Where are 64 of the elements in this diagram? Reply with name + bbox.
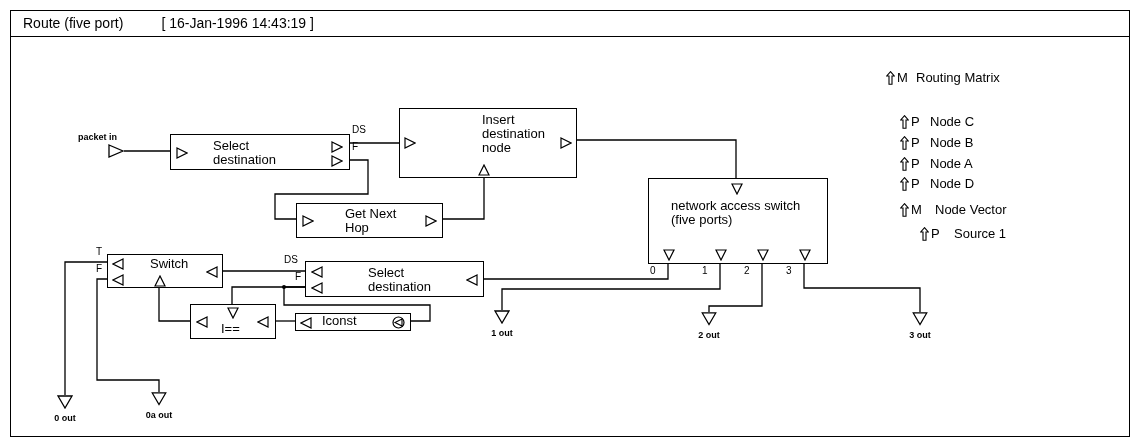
parameter-name-label: Node A xyxy=(930,156,973,172)
parameter-type-label: P xyxy=(911,176,920,192)
terminal-label: 3 out xyxy=(909,328,931,342)
block-label: Select destination xyxy=(368,266,432,294)
port-label: 2 xyxy=(744,265,750,276)
connector-line xyxy=(275,320,296,322)
parameter-type-label: P xyxy=(911,156,920,172)
block-label: Iconst xyxy=(322,314,358,328)
parameter-name-label: Source 1 xyxy=(954,226,1007,242)
block-label: Select destination xyxy=(213,139,277,167)
port-label: 0 xyxy=(650,265,656,276)
port-label: 3 xyxy=(786,265,792,276)
connector-line xyxy=(274,159,369,220)
block-label: Get Next Hop xyxy=(345,207,398,235)
timestamp-label: [ 16-Jan-1996 14:43:19 ] xyxy=(161,14,314,33)
port-label: F xyxy=(96,263,103,274)
connector-line xyxy=(483,263,669,280)
terminal-label: 0a out xyxy=(145,408,173,422)
block-box xyxy=(170,134,350,170)
block-box xyxy=(305,261,484,297)
parameter-type-label: M xyxy=(911,202,922,218)
connector-line xyxy=(442,177,485,220)
block-box xyxy=(295,313,411,331)
connector-line xyxy=(283,286,431,322)
block-box xyxy=(648,178,828,264)
connector-line xyxy=(501,263,721,311)
block-box xyxy=(296,203,443,238)
terminal-label: 0 out xyxy=(54,412,76,425)
parameter-name-label: Node D xyxy=(930,176,975,192)
block-box xyxy=(107,254,223,288)
block-label: Switch xyxy=(150,257,190,271)
parameter-type-label: P xyxy=(931,226,940,242)
block-label: Insert destination node xyxy=(482,113,546,155)
connector-line xyxy=(64,261,108,396)
port-label: F xyxy=(352,141,359,152)
terminal-label: packet in xyxy=(78,131,117,144)
port-label: DS xyxy=(352,124,366,135)
port-label: F xyxy=(295,271,302,282)
port-label: T xyxy=(96,246,103,257)
parameter-name-label: Node Vector xyxy=(935,202,1007,218)
terminal-label: 1 out xyxy=(491,327,513,340)
input-terminal xyxy=(78,131,124,157)
block-box xyxy=(399,108,577,178)
block-label: I== xyxy=(221,322,241,336)
parameter-name-label: Routing Matrix xyxy=(916,70,1000,86)
parameter-type-label: M xyxy=(897,70,908,86)
parameter-name-label: Node C xyxy=(930,114,975,130)
connector-line xyxy=(349,142,400,144)
connector-line xyxy=(96,278,160,393)
block-box xyxy=(190,304,276,339)
block-label: network access switch (five ports) xyxy=(671,199,802,227)
connector-line xyxy=(803,263,921,313)
diagram-title: Route (five port) xyxy=(23,14,124,33)
connector-line xyxy=(222,270,306,272)
parameter-name-label: Node B xyxy=(930,135,974,151)
port-label: DS xyxy=(284,254,298,265)
parameter-type-label: P xyxy=(911,114,920,130)
connector-line xyxy=(708,263,763,313)
connector-line xyxy=(123,150,171,152)
terminal-label: 2 out xyxy=(698,328,720,342)
connector-line xyxy=(158,287,191,322)
parameter-type-label: P xyxy=(911,135,920,151)
connector-line xyxy=(576,139,737,179)
port-label: 1 xyxy=(702,265,708,276)
